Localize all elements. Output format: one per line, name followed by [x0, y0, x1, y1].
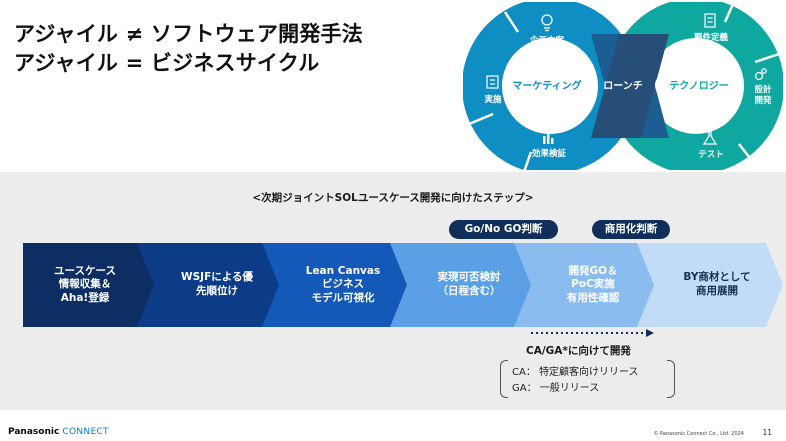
step-5-label: 開発GO＆ PoC実施 有用性確認 — [566, 264, 620, 304]
steps-title: <次期ジョイントSOLユースケース開発に向けたステップ> — [252, 192, 534, 204]
step-2-chevron: WSJFによる優 先順位け — [137, 243, 283, 327]
step-1-label: ユースケース 情報収集＆ Aha!登録 — [54, 264, 116, 304]
execution-label: 実施 — [484, 94, 502, 105]
step-4-label: 実現可否検討 （日程含む） — [437, 271, 501, 297]
loop-cross-band-front — [591, 34, 669, 138]
headline-line-2: アジャイル = ビジネスサイクル — [14, 51, 320, 75]
flask-icon — [702, 130, 718, 145]
infinity-loop-diagram: マーケティング テクノロジー ローンチ 企画立案 実施 効果検証 要件定義 設計… — [463, 2, 783, 170]
go-nogo-gate-badge: Go/No GO判断 — [449, 220, 558, 239]
step-6-label: BY商材として 商用展開 — [683, 271, 751, 297]
release-ga: GA： 一般リリース — [512, 383, 600, 394]
checklist-icon — [486, 75, 499, 89]
step-1-chevron: ユースケース 情報収集＆ Aha!登録 — [23, 243, 157, 327]
copyright: © Panasonic Connect Co., Ltd. 2024 — [653, 431, 744, 437]
launch-label: ローンチ — [603, 80, 643, 92]
step-3-chevron: Lean Canvas ビジネス モデル可視化 — [262, 243, 410, 327]
development-label: CA/GA*に向けて開発 — [526, 345, 631, 357]
bracket-left — [500, 360, 508, 398]
document-icon — [704, 13, 716, 28]
page-number: 11 — [762, 428, 772, 437]
requirements-label: 要件定義 — [694, 32, 729, 43]
test-label: テスト — [698, 150, 724, 160]
design-dev-label-2: 開発 — [754, 95, 772, 106]
brand-main: Panasonic — [8, 427, 60, 437]
release-ca: CA： 特定顧客向けリリース — [512, 367, 639, 378]
technology-label: テクノロジー — [669, 80, 728, 92]
design-dev-label-1: 設計 — [754, 84, 772, 95]
panasonic-connect-logo: Panasonic CONNECT — [8, 427, 109, 437]
marketing-capsule — [503, 74, 591, 96]
planning-label: 企画立案 — [529, 35, 565, 46]
step-4-chevron: 実現可否検討 （日程含む） — [390, 243, 534, 327]
release-notes: CA： 特定顧客向けリリース GA： 一般リリース — [500, 360, 675, 398]
effect-verification-label: 効果検証 — [532, 148, 567, 159]
gears-icon — [754, 68, 767, 81]
step-6-chevron: BY商材として 商用展開 — [637, 243, 783, 327]
marketing-label: マーケティング — [512, 79, 581, 92]
headline-line-1: アジャイル ≠ ソフトウェア開発手法 — [14, 22, 363, 46]
lightbulb-icon — [541, 14, 553, 32]
technology-capsule — [655, 74, 743, 96]
bracket-right — [667, 360, 675, 398]
development-arrow — [531, 329, 654, 337]
step-2-label: WSJFによる優 先順位け — [181, 271, 253, 297]
brand-sub: CONNECT — [62, 427, 109, 437]
commercialization-gate-badge: 商用化判断 — [592, 220, 670, 239]
bar-chart-icon — [543, 132, 554, 144]
step-3-label: Lean Canvas ビジネス モデル可視化 — [305, 264, 381, 304]
step-5-chevron: 開発GO＆ PoC実施 有用性確認 — [514, 243, 658, 327]
